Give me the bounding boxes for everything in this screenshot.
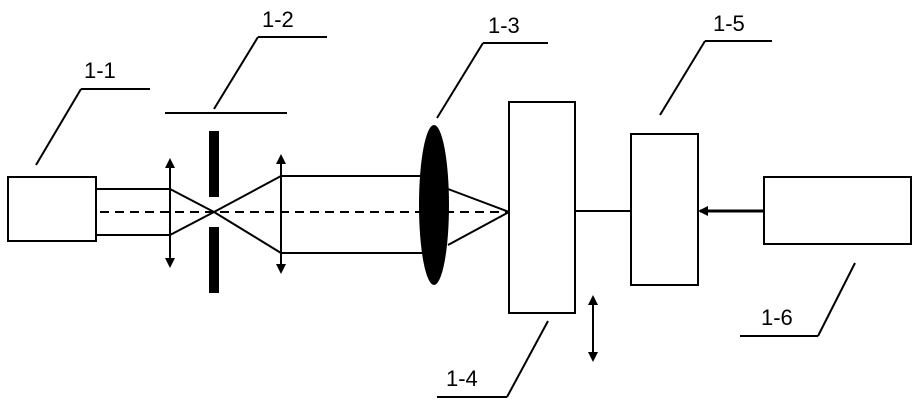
controller-label: 1-5 [713, 11, 745, 36]
pinhole-leader-line [214, 37, 258, 109]
stage-label: 1-4 [446, 366, 478, 391]
sample-stage-box [509, 102, 575, 313]
stage-leader-line [507, 321, 548, 397]
computer-box [764, 177, 911, 244]
diverge-ray-bottom [214, 212, 281, 253]
computer-label: 1-6 [761, 305, 793, 330]
focus-ray-bottom [448, 212, 509, 245]
diverge-ray-top [214, 176, 281, 212]
laser-source-box [8, 177, 96, 241]
lens-leader-line [437, 43, 483, 118]
laser-label: 1-1 [84, 58, 116, 83]
laser-leader-line [36, 89, 81, 165]
controller-leader-line [660, 41, 705, 115]
pinhole-lower [209, 227, 219, 293]
pinhole-upper [209, 131, 219, 197]
converge-ray-top [170, 189, 214, 212]
lens-label: 1-3 [488, 13, 520, 38]
computer-leader-line [818, 263, 855, 336]
focus-ray-top [448, 189, 509, 212]
controller-box [631, 134, 698, 285]
pinhole-label: 1-2 [262, 7, 294, 32]
focusing-lens [419, 125, 449, 285]
converge-ray-bottom [170, 212, 214, 235]
